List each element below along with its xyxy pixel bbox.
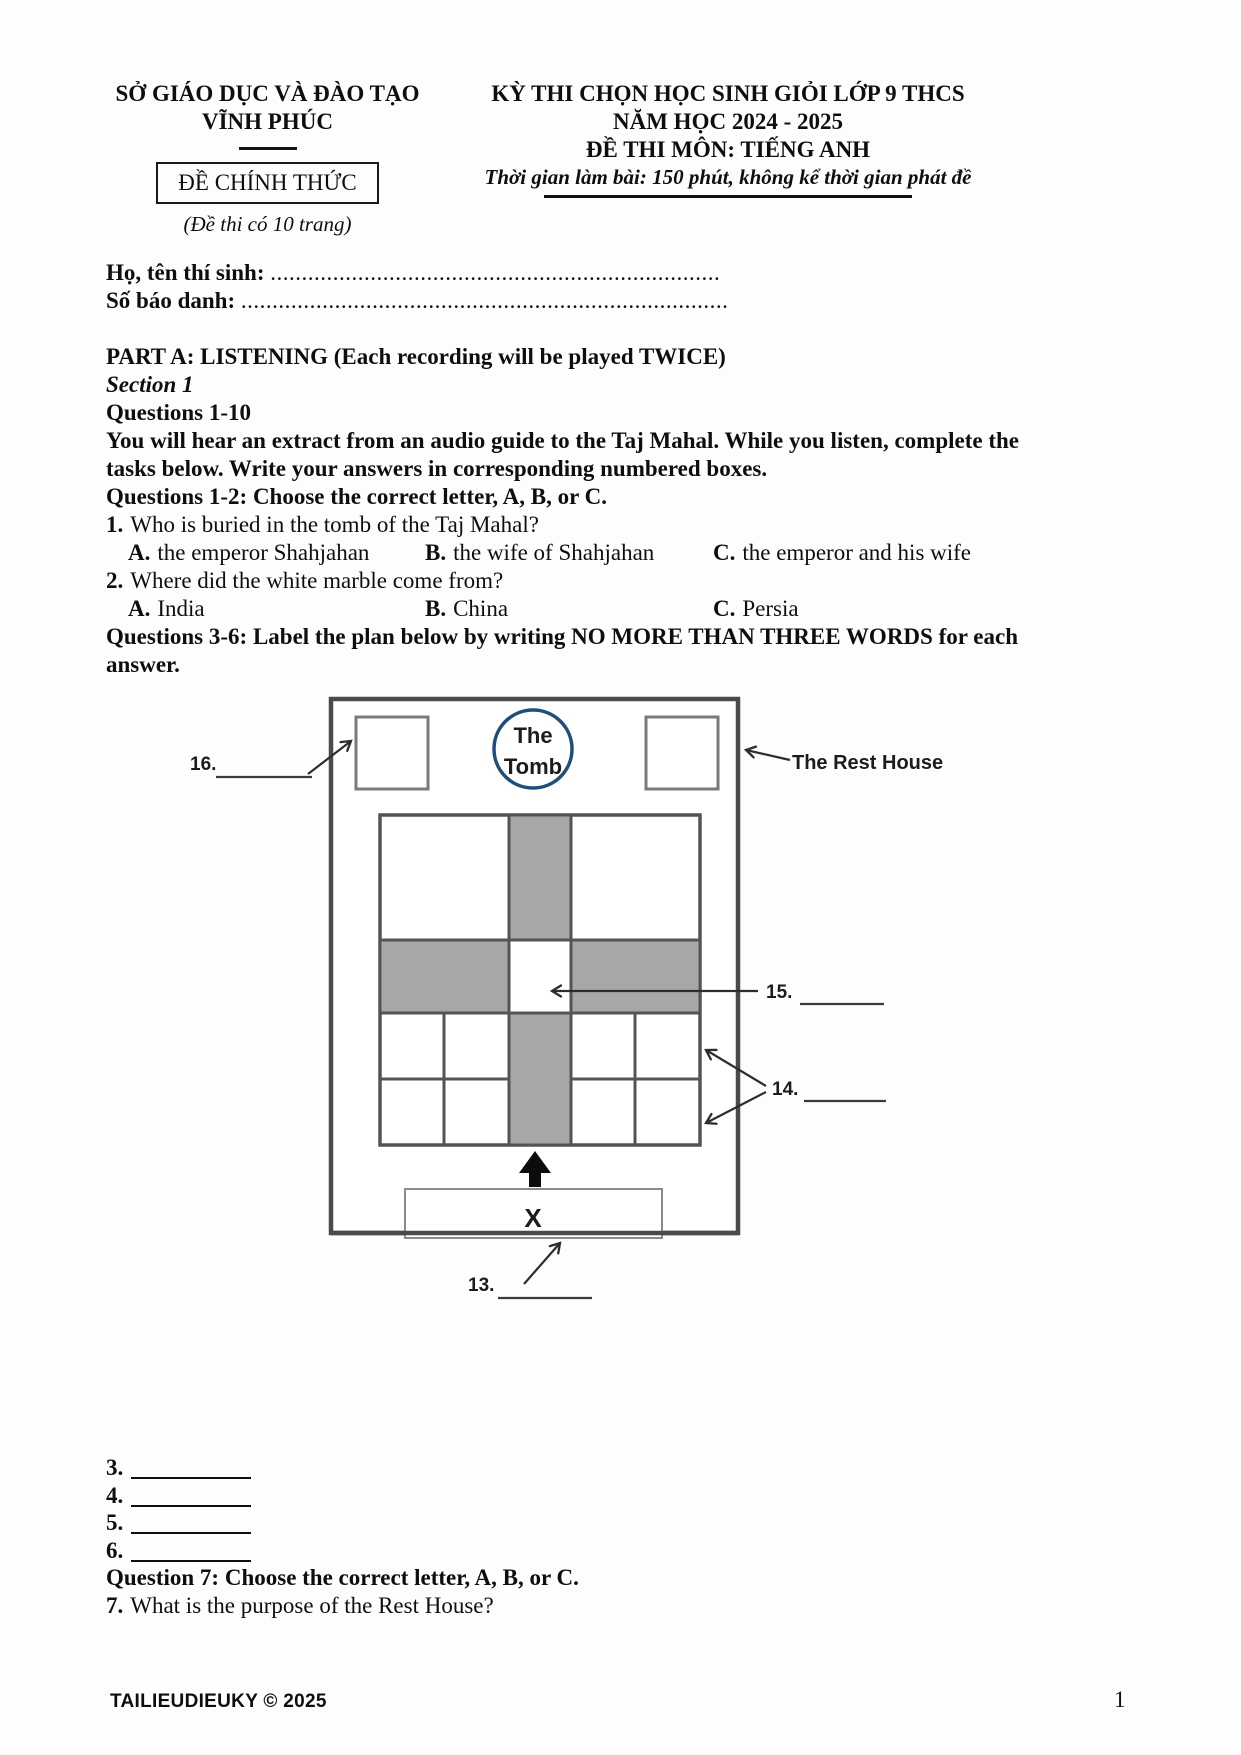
- q2-option-b-letter: B.: [425, 596, 447, 621]
- subject-title: ĐỀ THI MÔN: TIẾNG ANH: [585, 137, 871, 162]
- tomb-label-line2: Tomb: [504, 754, 562, 779]
- answer-3-blank: [131, 1457, 252, 1479]
- label-14: 14.: [772, 1079, 798, 1100]
- answer-line-5: 5.: [106, 1509, 252, 1537]
- entrance-x-mark: X: [524, 1203, 542, 1233]
- walkway-vertical-top: [507, 813, 573, 942]
- header-right: KỲ THI CHỌN HỌC SINH GIỎI LỚP 9 THCS NĂM…: [448, 80, 1008, 198]
- answer-5-blank: [131, 1512, 252, 1534]
- taj-mahal-plan-diagram: The Tomb 16. The Rest House 15. 14.: [190, 696, 943, 1300]
- label-13: 13.: [468, 1275, 494, 1296]
- answer-4-number: 4.: [106, 1483, 124, 1508]
- question-1: 1.Who is buried in the tomb of the Taj M…: [106, 511, 539, 539]
- question-2: 2.Where did the white marble come from?: [106, 567, 503, 595]
- entrance-rect: [404, 1188, 663, 1239]
- province-name: VĨNH PHÚC: [202, 109, 333, 134]
- q2-option-a-letter: A.: [128, 596, 151, 621]
- department-name: SỞ GIÁO DỤC VÀ ĐÀO TẠO: [115, 81, 420, 106]
- candidate-id-line: Số báo danh: ...........................…: [106, 287, 728, 315]
- q2-option-c: C.Persia: [713, 595, 799, 623]
- header-left: SỞ GIÁO DỤC VÀ ĐÀO TẠO VĨNH PHÚC ĐỀ CHÍN…: [95, 80, 440, 237]
- answer-line-6: 6.: [106, 1537, 252, 1565]
- q1-option-b: B.the wife of Shahjahan: [425, 539, 654, 567]
- rest-house-arrow: [743, 745, 791, 762]
- q1-option-a-letter: A.: [128, 540, 151, 565]
- question-7: 7.What is the purpose of the Rest House?: [106, 1592, 494, 1620]
- section-1-heading: Section 1: [106, 372, 194, 397]
- q2-option-c-text: Persia: [742, 596, 799, 621]
- rest-house-box: [644, 715, 720, 791]
- q2-option-a-text: India: [157, 596, 205, 621]
- answer-6-blank: [131, 1540, 252, 1562]
- q1-option-c-text: the emperor and his wife: [742, 540, 972, 565]
- candidate-name-dotted-line: ........................................…: [270, 260, 721, 285]
- question-1-number: 1.: [106, 512, 124, 537]
- q2-option-b: B.China: [425, 595, 508, 623]
- question-2-text: Where did the white marble come from?: [130, 568, 504, 593]
- label-13-arrow: [523, 1241, 562, 1285]
- q1-option-b-letter: B.: [425, 540, 447, 565]
- walkway-horizontal-left: [378, 938, 511, 1015]
- questions-1-10-heading: Questions 1-10: [106, 400, 252, 425]
- school-year: NĂM HỌC 2024 - 2025: [613, 109, 843, 134]
- tomb-label-line1: The: [513, 723, 552, 748]
- answer-3-number: 3.: [106, 1455, 124, 1480]
- answer-line-3: 3.: [106, 1454, 252, 1482]
- label-14-arrow-upper: [704, 1048, 767, 1087]
- candidate-name-label: Họ, tên thí sinh:: [106, 260, 265, 285]
- answer-5-number: 5.: [106, 1510, 124, 1535]
- tomb-circle: [492, 708, 574, 790]
- candidate-id-label: Số báo danh:: [106, 288, 236, 313]
- pages-note: (Đề thi có 10 trang): [183, 212, 352, 236]
- q1-option-b-text: the wife of Shahjahan: [453, 540, 655, 565]
- candidate-id-dotted-line: ........................................…: [240, 288, 729, 313]
- listening-instructions-line2: tasks below. Write your answers in corre…: [106, 456, 768, 481]
- question-2-number: 2.: [106, 568, 124, 593]
- label-14-arrow-lower: [704, 1091, 767, 1125]
- mosque-box: [354, 715, 430, 791]
- walkway-vertical-bottom: [507, 1011, 573, 1147]
- label-16-arrow: [307, 739, 353, 775]
- entrance-direction-arrow: [519, 1151, 551, 1187]
- footer-brand: TAILIEUDIEUKY © 2025: [110, 1691, 327, 1712]
- rest-house-label: The Rest House: [792, 752, 943, 774]
- answer-4-blank: [131, 1485, 252, 1507]
- q1-option-c: C.the emperor and his wife: [713, 539, 971, 567]
- walkway-horizontal-right: [569, 938, 702, 1015]
- official-exam-box: ĐỀ CHÍNH THỨC: [156, 162, 379, 204]
- q1-option-a: A.the emperor Shahjahan: [128, 539, 369, 567]
- questions-1-2-heading: Questions 1-2: Choose the correct letter…: [106, 484, 608, 509]
- q2-option-a: A.India: [128, 595, 205, 623]
- q1-option-a-text: the emperor Shahjahan: [157, 540, 370, 565]
- page-number: 1: [1114, 1687, 1126, 1712]
- part-a-title: PART A: LISTENING (Each recording will b…: [106, 344, 726, 369]
- q2-option-b-text: China: [453, 596, 509, 621]
- header-left-divider: [238, 147, 297, 150]
- question-7-text: What is the purpose of the Rest House?: [130, 1593, 494, 1618]
- question-1-text: Who is buried in the tomb of the Taj Mah…: [130, 512, 539, 537]
- answer-6-number: 6.: [106, 1538, 124, 1563]
- question-7-number: 7.: [106, 1593, 124, 1618]
- label-15: 15.: [766, 982, 792, 1003]
- q2-option-c-letter: C.: [713, 596, 736, 621]
- answer-line-4: 4.: [106, 1482, 252, 1510]
- q1-option-c-letter: C.: [713, 540, 736, 565]
- questions-3-6-heading-line2: answer.: [106, 652, 180, 677]
- candidate-name-line: Họ, tên thí sinh: ......................…: [106, 259, 720, 287]
- header-right-underline: [544, 195, 912, 198]
- central-pool-square: [507, 938, 573, 1015]
- exam-title: KỲ THI CHỌN HỌC SINH GIỎI LỚP 9 THCS: [491, 81, 965, 106]
- questions-3-6-heading-line1: Questions 3-6: Label the plan below by w…: [106, 624, 1018, 649]
- question-7-heading: Question 7: Choose the correct letter, A…: [106, 1565, 579, 1590]
- listening-instructions-line1: You will hear an extract from an audio g…: [106, 428, 1019, 453]
- label-16: 16.: [190, 754, 216, 775]
- time-note: Thời gian làm bài: 150 phút, không kể th…: [484, 165, 972, 189]
